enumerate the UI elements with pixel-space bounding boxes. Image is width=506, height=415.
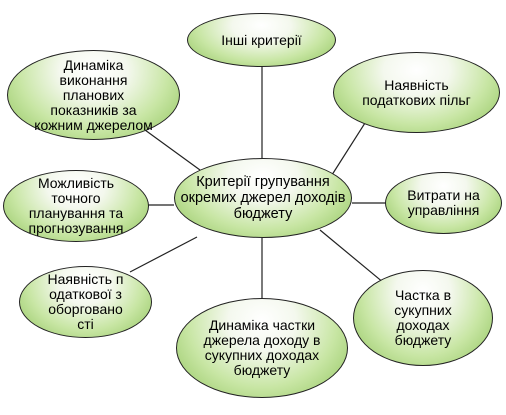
node-share-dynamics: Динаміка частки джерела доходу в сукупни… <box>176 298 348 398</box>
node-share-total: Частка в сукупних доходах бюджету <box>353 270 493 366</box>
node-planning: Можливість точного планування та прогноз… <box>3 170 149 242</box>
node-tax-benefits: Наявність податкових пільг <box>333 52 500 133</box>
node-plan-dynamics: Динаміка виконання планових показників з… <box>7 50 180 140</box>
node-planning-label: Можливість точного планування та прогноз… <box>28 175 124 236</box>
connector-share-total <box>319 229 391 289</box>
node-tax-arrears: Наявність податкової зоборгованості <box>19 266 152 338</box>
connector-plan-dynamics <box>144 129 201 171</box>
node-other-label: Інші критерії <box>221 31 302 48</box>
center-node: Критерії групування окремих джерел доход… <box>174 158 352 238</box>
node-plan-dynamics-label: Динаміка виконання планових показників з… <box>34 56 153 133</box>
node-admin-costs-label: Витрати на управління <box>407 187 480 218</box>
node-admin-costs: Витрати на управління <box>385 172 502 234</box>
connector-tax-arrears <box>129 236 198 273</box>
node-other: Інші критерії <box>187 13 336 67</box>
node-share-total-label: Частка в сукупних доходах бюджету <box>394 287 452 348</box>
center-node-label: Критерії групування окремих джерел доход… <box>180 174 346 222</box>
node-tax-arrears-label: Наявність податкової зоборгованості <box>47 271 124 332</box>
node-tax-benefits-label: Наявність податкових пільг <box>362 76 471 108</box>
node-share-dynamics-label: Динаміка частки джерела доходу в сукупни… <box>203 317 321 378</box>
